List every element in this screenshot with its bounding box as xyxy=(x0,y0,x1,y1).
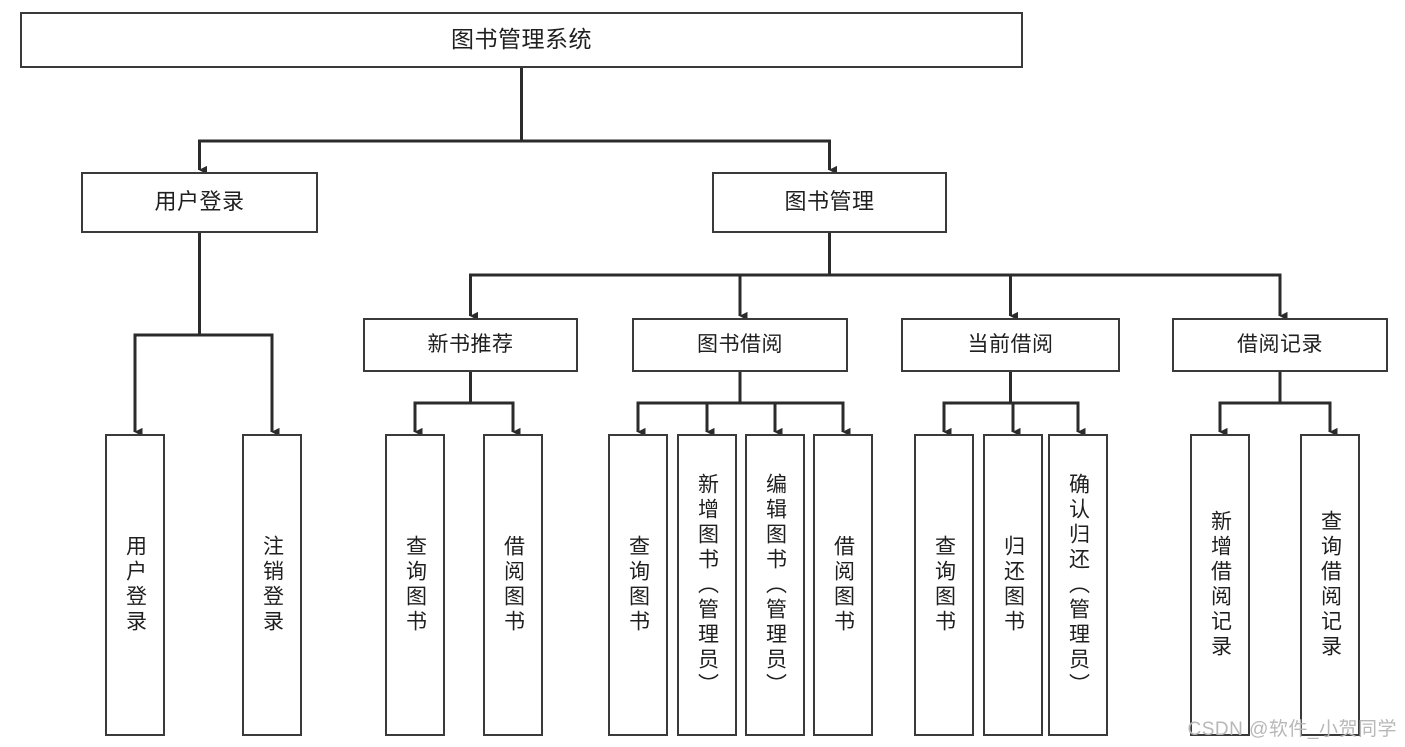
edge-path xyxy=(1280,401,1338,437)
node-label: 用户登录 xyxy=(154,189,245,215)
node-leaf-add-book[interactable]: 新增图书（管理员） xyxy=(677,434,737,736)
edge-path xyxy=(740,401,851,437)
node-leaf-confirm-return[interactable]: 确认归还（管理员） xyxy=(1048,434,1108,736)
edge-path xyxy=(413,401,471,437)
watermark: CSDN @软件_小贺同学 xyxy=(1187,719,1397,740)
edge-path xyxy=(740,401,783,437)
edge-path xyxy=(198,139,522,175)
node-label: 查询图书 xyxy=(626,535,650,635)
node-new-book-rec[interactable]: 新书推荐 xyxy=(363,318,578,372)
edge-path xyxy=(829,273,1288,321)
node-label: 查询图书 xyxy=(932,535,956,635)
node-label: 当前借阅 xyxy=(967,333,1054,357)
node-leaf-query-book-1[interactable]: 查询图书 xyxy=(385,434,445,736)
node-leaf-borrow-book-1[interactable]: 借阅图书 xyxy=(483,434,543,736)
node-book-borrow[interactable]: 图书借阅 xyxy=(632,318,848,372)
node-label: 借阅图书 xyxy=(501,535,525,635)
node-label: 图书管理 xyxy=(784,189,875,215)
node-label: 注销登录 xyxy=(260,535,284,635)
node-leaf-edit-book[interactable]: 编辑图书（管理员） xyxy=(745,434,805,736)
node-leaf-borrow-book-2[interactable]: 借阅图书 xyxy=(813,434,873,736)
node-label: 归还图书 xyxy=(1001,535,1025,635)
node-label: 新增图书（管理员） xyxy=(695,472,719,698)
edge-path xyxy=(133,333,200,437)
edge-path xyxy=(199,333,280,437)
node-book-manage[interactable]: 图书管理 xyxy=(712,172,947,233)
node-borrow-record[interactable]: 借阅记录 xyxy=(1172,318,1388,372)
edge-path xyxy=(705,401,740,437)
edge-path xyxy=(470,401,521,437)
node-leaf-query-book-3[interactable]: 查询图书 xyxy=(914,434,974,736)
edge-path xyxy=(521,139,838,175)
node-label: 图书借阅 xyxy=(697,333,783,357)
edge-path xyxy=(636,401,740,437)
edge-path xyxy=(738,273,830,321)
node-label: 用户登录 xyxy=(123,535,147,635)
node-leaf-user-logout[interactable]: 注销登录 xyxy=(242,434,302,736)
node-label: 确认归还（管理员） xyxy=(1066,472,1090,698)
node-leaf-user-login[interactable]: 用户登录 xyxy=(105,434,165,736)
edge-path xyxy=(1010,401,1021,437)
node-user-login[interactable]: 用户登录 xyxy=(81,172,318,233)
node-label: 查询图书 xyxy=(403,535,427,635)
edge-path xyxy=(469,273,830,321)
node-leaf-query-record[interactable]: 查询借阅记录 xyxy=(1300,434,1360,736)
node-label: 查询借阅记录 xyxy=(1318,510,1342,660)
node-leaf-add-record[interactable]: 新增借阅记录 xyxy=(1190,434,1250,736)
edge-path xyxy=(942,401,1011,437)
edge-path xyxy=(1218,401,1280,437)
node-label: 借阅记录 xyxy=(1237,333,1323,357)
node-root[interactable]: 图书管理系统 xyxy=(20,12,1023,68)
node-leaf-query-book-2[interactable]: 查询图书 xyxy=(608,434,668,736)
node-label: 借阅图书 xyxy=(831,535,855,635)
node-leaf-return-book[interactable]: 归还图书 xyxy=(983,434,1043,736)
node-label: 编辑图书（管理员） xyxy=(763,472,787,698)
node-current-borrow[interactable]: 当前借阅 xyxy=(901,318,1120,372)
node-label: 新书推荐 xyxy=(427,333,514,357)
edge-path xyxy=(829,273,1019,321)
node-label: 图书管理系统 xyxy=(451,26,592,53)
node-label: 新增借阅记录 xyxy=(1208,510,1232,660)
edge-path xyxy=(1010,401,1086,437)
